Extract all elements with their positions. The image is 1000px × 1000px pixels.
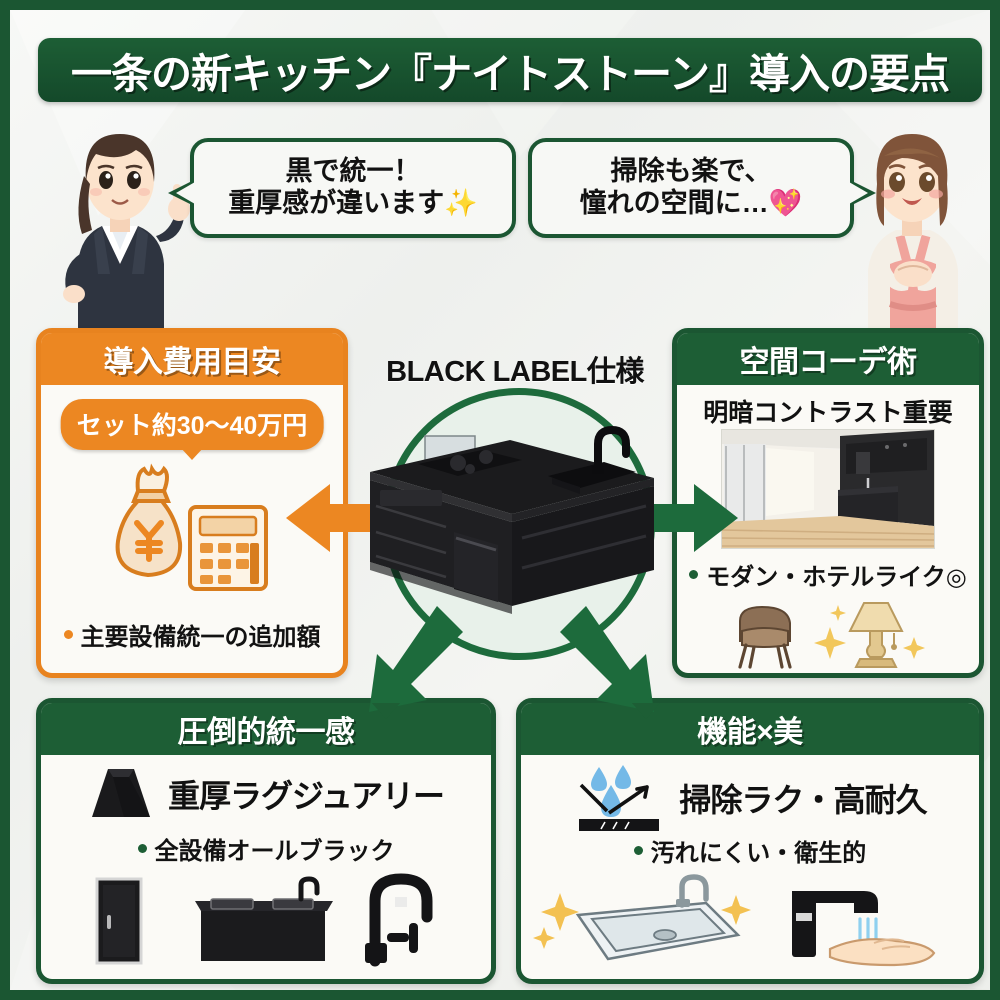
arrow-to-coordination-card [620, 484, 738, 552]
unity-icon-strip [95, 873, 433, 967]
bullet-dot-icon [63, 630, 73, 639]
page-title: 一条の新キッチン『ナイトストーン』導入の要点 [71, 51, 950, 97]
center-spec-label: BLACK LABEL仕様 [386, 356, 644, 388]
card-unity-body: 重厚ラグジュアリー 全設備オールブラック [41, 755, 491, 979]
card-cost-body: セット約30〜40万円 [41, 385, 343, 673]
function-feature-text: 掃除ラク・高耐久 [679, 782, 927, 818]
bubble-tail-right-inner [849, 182, 868, 204]
arrow-to-function-card [560, 606, 654, 712]
speech-bubble-left: 黒で統一！ 重厚感が違います✨ [168, 138, 516, 238]
unity-feature-text: 重厚ラグジュアリー [167, 778, 445, 814]
cost-pill-badge: セット約30〜40万円 [60, 399, 324, 450]
faucet-water-hand-icon [792, 891, 936, 967]
sparkling-sink-icon [533, 874, 751, 961]
unity-feature-row: 重厚ラグジュアリー [41, 765, 491, 823]
bullet-dot-icon [137, 844, 147, 853]
cost-bullet-row: 主要設備統一の追加額 [41, 617, 343, 652]
card-function: 機能×美 掃除ラク・高耐久 汚れにくい・衛生的 [516, 698, 984, 984]
card-coordination-body: 明暗コントラスト重要 [677, 385, 979, 673]
coordination-decor-icons [738, 602, 925, 669]
card-cost-heading: 導入費用目安 [103, 346, 282, 379]
card-unity-heading: 圧倒的統一感 [177, 716, 356, 749]
black-faucet-icon [365, 873, 433, 967]
consultant-woman-avatar [63, 134, 190, 329]
black-stone-block-icon [91, 769, 150, 817]
card-cost: 導入費用目安 セット約30〜40万円 [36, 328, 348, 678]
bullet-dot-icon [633, 846, 643, 855]
card-unity-header: 圧倒的統一感 [41, 703, 491, 755]
interior-contrast-photo [721, 429, 935, 549]
card-coordination-header: 空間コーデ術 [677, 333, 979, 385]
black-counter-sink-icon [195, 876, 333, 961]
bubble-tail-left-inner [176, 182, 195, 204]
unity-head-notch [371, 703, 401, 719]
function-bullet-text: 汚れにくい・衛生的 [650, 840, 867, 867]
unity-bullet-text: 全設備オールブラック [154, 838, 395, 865]
arrow-to-unity-card [369, 606, 463, 712]
bullet-dot-icon [689, 570, 699, 579]
cost-bullet-text: 主要設備統一の追加額 [80, 624, 321, 651]
armchair-icon [738, 605, 792, 669]
water-repellent-surface-icon [579, 765, 660, 831]
table-lamp-icon [848, 602, 904, 668]
calculator-icon [188, 505, 268, 591]
coordination-subheading: 明暗コントラスト重要 [703, 399, 953, 427]
cost-pill-notch [180, 447, 204, 460]
bubble-right-line1: 掃除も楽で、 [610, 156, 772, 187]
card-function-heading: 機能×美 [697, 716, 803, 749]
function-feature-row: 掃除ラク・高耐久 [521, 765, 979, 831]
coordination-bullet-row: モダン・ホテルライク◎ [677, 557, 979, 592]
bubble-left-line2: 重厚感が違います✨ [228, 188, 478, 218]
homeowner-woman-avatar [868, 134, 958, 329]
card-unity: 圧倒的統一感 重厚ラグジュアリー 全設備オールブラック [36, 698, 496, 984]
page-title-banner: 一条の新キッチン『ナイトストーン』導入の要点 [38, 38, 982, 102]
cost-icons-group [115, 463, 268, 591]
card-coordination-heading: 空間コーデ術 [739, 346, 918, 379]
card-cost-header: 導入費用目安 [41, 333, 343, 385]
black-kitchen-island-image [370, 425, 654, 614]
card-function-header: 機能×美 [521, 703, 979, 755]
speech-bubble-right: 掃除も楽で、 憧れの空間に…💖 [528, 138, 876, 238]
black-door-icon [95, 877, 143, 965]
function-bullet-row: 汚れにくい・衛生的 [521, 833, 979, 868]
function-head-notch [631, 703, 661, 719]
arrow-to-cost-card [286, 484, 404, 552]
coordination-bullet-text: モダン・ホテルライク◎ [706, 564, 967, 591]
function-icon-strip [533, 874, 936, 967]
card-function-body: 掃除ラク・高耐久 汚れにくい・衛生的 [521, 755, 979, 979]
unity-bullet-row: 全設備オールブラック [41, 831, 491, 866]
card-coordination: 空間コーデ術 明暗コントラスト重要 [672, 328, 984, 678]
bubble-right-line2: 憧れの空間に…💖 [579, 188, 803, 218]
bubble-left-line1: 黒で統一！ [285, 156, 421, 187]
money-bag-yen-icon [115, 463, 183, 578]
